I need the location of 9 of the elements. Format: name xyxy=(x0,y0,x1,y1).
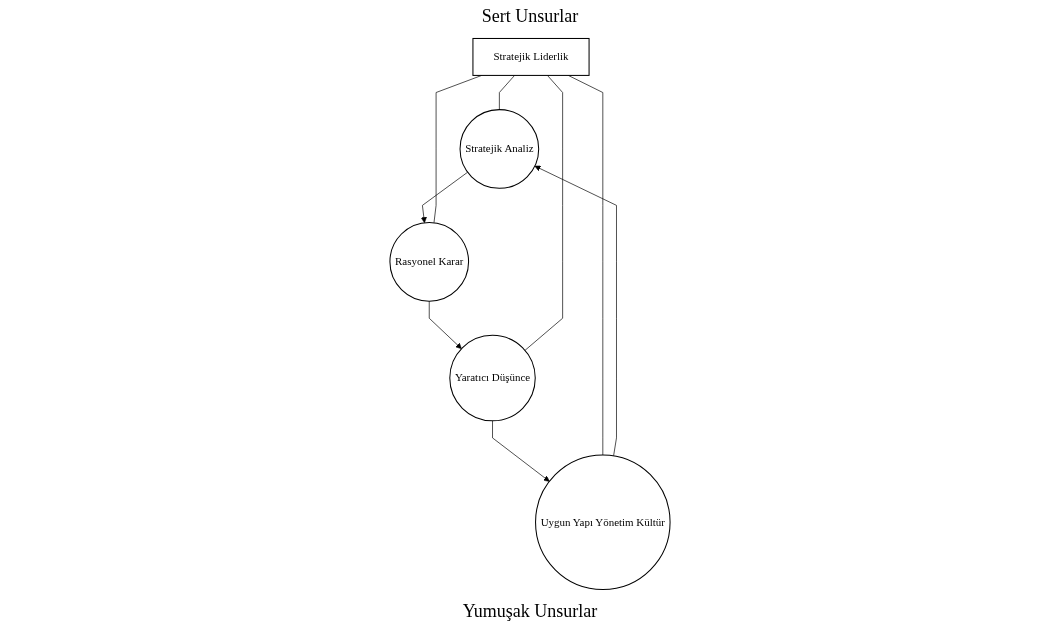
section-label: Sert Unsurlar xyxy=(481,5,579,28)
node-circle: Stratejik Analiz xyxy=(459,109,540,189)
node-circle: Yaratıcı Düşünce xyxy=(449,334,536,422)
connector xyxy=(499,75,515,110)
node-circle: Uygun Yapı Yönetim Kültür xyxy=(535,454,671,591)
connector xyxy=(524,75,563,351)
section-label: Yumuşak Unsurlar xyxy=(462,600,598,623)
node-circle: Rasyonel Karar xyxy=(389,221,470,302)
node-box: Stratejik Liderlik xyxy=(472,37,590,76)
